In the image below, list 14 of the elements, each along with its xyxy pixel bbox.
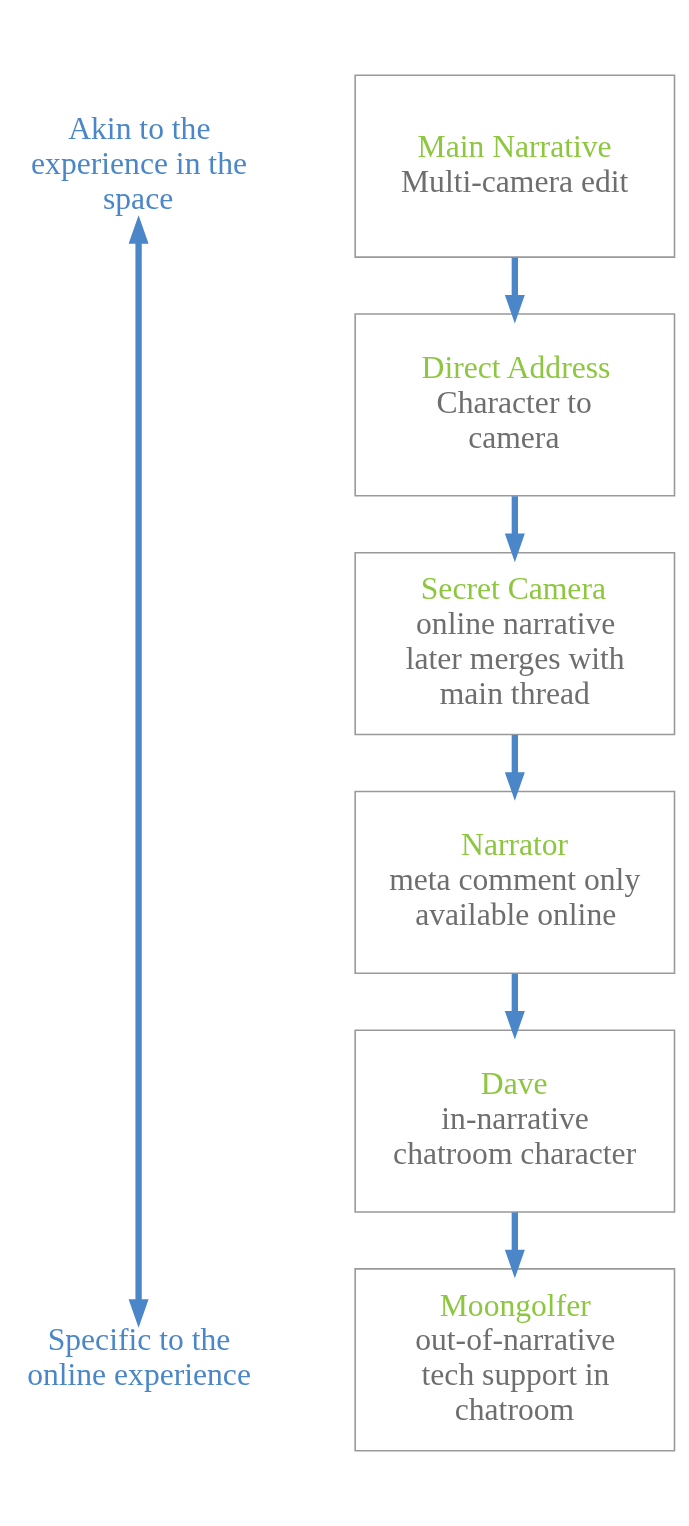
arrow bbox=[504, 734, 525, 801]
node-text: Specific to the online experience bbox=[27, 1322, 251, 1393]
node-box: Moongolfer out-of-narrative tech support in chatroom bbox=[354, 1268, 676, 1452]
arrow bbox=[504, 973, 525, 1040]
node-box: Main Narrative Multi-camera edit bbox=[354, 74, 676, 258]
arrow bbox=[504, 496, 525, 563]
node-box: Direct Address Character to camera bbox=[354, 313, 676, 497]
arrow bbox=[504, 1212, 525, 1279]
arrow bbox=[128, 215, 149, 1328]
node-box: Narrator meta comment only available online bbox=[354, 790, 676, 975]
node-text: Akin to the experience in the space bbox=[31, 111, 247, 216]
node-box: Secret Camera online narrative later merges with main thread bbox=[354, 551, 676, 736]
node-box: Dave in-narrative chatroom character bbox=[354, 1029, 676, 1213]
arrow bbox=[504, 257, 525, 324]
